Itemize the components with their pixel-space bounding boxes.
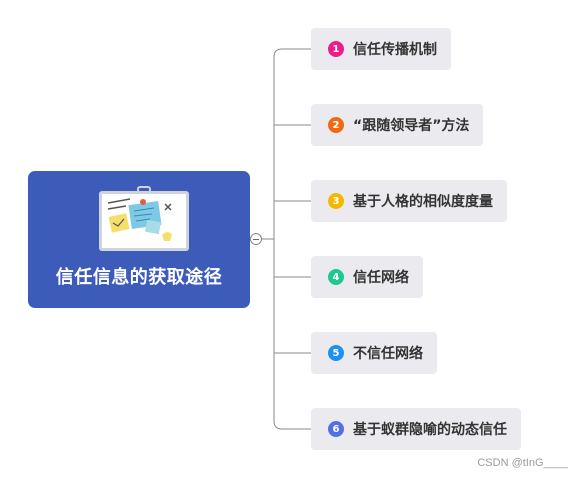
root-topic-node[interactable]: 信任信息的获取途径 [28, 171, 250, 308]
collapse-toggle-button[interactable] [250, 233, 262, 245]
number-badge-3: 3 [328, 193, 344, 209]
branch-node-2[interactable]: 2 “跟随领导者”方法 [311, 104, 484, 146]
branch-label-1: 信任传播机制 [353, 42, 437, 58]
number-badge-2: 2 [328, 117, 344, 133]
number-badge-6: 6 [328, 421, 344, 437]
branch-node-1[interactable]: 1 信任传播机制 [311, 28, 451, 70]
branch-label-3: 基于人格的相似度度量 [353, 194, 493, 210]
number-badge-4: 4 [328, 269, 344, 285]
root-topic-title: 信任信息的获取途径 [55, 267, 223, 288]
branch-node-6[interactable]: 6 基于蚁群隐喻的动态信任 [311, 408, 521, 450]
number-badge-5: 5 [328, 345, 344, 361]
branch-label-2: “跟随领导者”方法 [353, 118, 470, 134]
branch-node-3[interactable]: 3 基于人格的相似度度量 [311, 180, 507, 222]
branch-label-4: 信任网络 [353, 270, 409, 286]
branch-label-5: 不信任网络 [353, 346, 423, 362]
watermark-text: CSDN @tInG____ [477, 457, 568, 469]
branch-node-5[interactable]: 5 不信任网络 [311, 332, 437, 374]
pinboard-illustration-icon [99, 186, 189, 251]
branch-label-6: 基于蚁群隐喻的动态信任 [353, 422, 507, 438]
number-badge-1: 1 [328, 41, 344, 57]
branch-node-4[interactable]: 4 信任网络 [311, 256, 423, 298]
